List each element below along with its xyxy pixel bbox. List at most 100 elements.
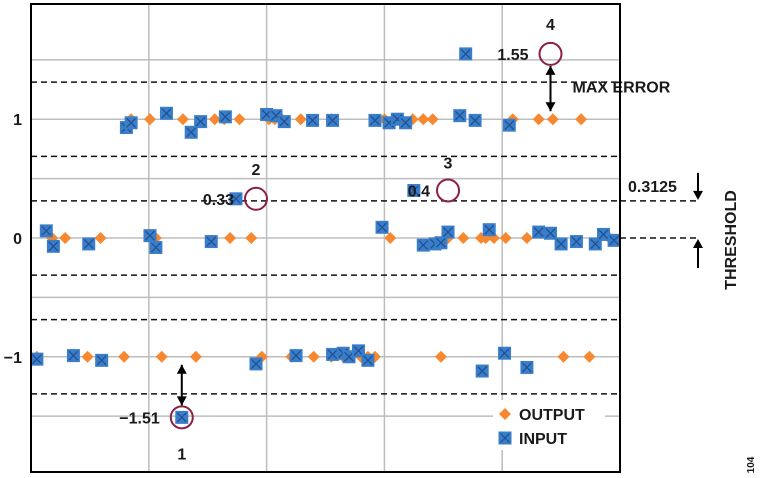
input-marker-x bbox=[126, 117, 137, 128]
output-point bbox=[457, 232, 470, 244]
annotation-value: −1.51 bbox=[119, 410, 160, 427]
output-point bbox=[307, 350, 320, 363]
threshold-arrow-down-head bbox=[693, 190, 703, 200]
annotation-number: 2 bbox=[252, 162, 261, 179]
annotation-number: 4 bbox=[546, 17, 555, 34]
output-point bbox=[557, 350, 570, 363]
plot-frame bbox=[30, 3, 621, 473]
annotation-value: 1.55 bbox=[497, 47, 528, 64]
input-point bbox=[175, 410, 189, 424]
y-tick-label: −1 bbox=[4, 350, 22, 367]
input-marker-x bbox=[609, 235, 620, 246]
output-point bbox=[520, 232, 533, 244]
arrow-head-down bbox=[176, 396, 187, 406]
input-point bbox=[95, 353, 109, 367]
input-marker-x bbox=[83, 239, 94, 249]
input-marker-x bbox=[477, 366, 488, 376]
output-point bbox=[583, 350, 596, 363]
input-point bbox=[520, 360, 534, 374]
input-marker-x bbox=[556, 239, 567, 249]
input-point bbox=[306, 113, 320, 127]
input-point bbox=[39, 224, 53, 238]
legend-output-marker bbox=[499, 408, 511, 420]
arrow-head-up bbox=[545, 65, 556, 75]
annotation-number: 1 bbox=[177, 446, 186, 463]
highlight-circle bbox=[169, 405, 194, 430]
output-point bbox=[118, 350, 131, 363]
annotation-arrows bbox=[176, 65, 556, 406]
input-marker-x bbox=[96, 355, 107, 366]
input-point bbox=[434, 236, 448, 250]
input-point bbox=[204, 235, 218, 249]
input-marker-x bbox=[353, 345, 364, 356]
input-marker-x bbox=[504, 120, 515, 131]
input-marker-x bbox=[545, 228, 556, 239]
input-marker-x bbox=[377, 222, 387, 233]
input-marker-x bbox=[48, 241, 59, 252]
legend-label: OUTPUT bbox=[519, 407, 585, 424]
error-arrow-1 bbox=[176, 364, 187, 406]
input-series bbox=[30, 47, 621, 424]
output-point bbox=[499, 232, 512, 244]
input-point bbox=[143, 229, 157, 243]
output-point bbox=[143, 113, 156, 126]
input-point bbox=[326, 347, 340, 361]
input-point bbox=[229, 192, 243, 206]
input-point bbox=[159, 106, 173, 120]
output-point bbox=[417, 113, 430, 126]
input-point bbox=[30, 352, 44, 366]
input-point bbox=[607, 233, 621, 247]
input-marker-x bbox=[327, 115, 338, 126]
highlight-circle bbox=[243, 186, 268, 211]
arrow-head-down bbox=[545, 102, 556, 112]
input-marker-x bbox=[150, 242, 161, 253]
input-point bbox=[368, 113, 382, 127]
threshold-value-label: 0.3125 bbox=[628, 179, 677, 196]
annotation-number: 3 bbox=[444, 155, 453, 172]
output-point bbox=[294, 113, 307, 126]
input-marker-x bbox=[291, 350, 301, 361]
input-point bbox=[407, 183, 421, 197]
legend-label: INPUT bbox=[519, 431, 567, 448]
y-tick-label: 1 bbox=[13, 112, 22, 129]
input-point bbox=[249, 357, 263, 371]
input-point bbox=[399, 116, 413, 130]
input-marker-x bbox=[231, 193, 241, 204]
threshold-arrow-up-head bbox=[693, 239, 703, 248]
output-point bbox=[384, 232, 397, 244]
output-point bbox=[94, 232, 107, 244]
arrow-head-up bbox=[176, 364, 187, 374]
input-marker-x bbox=[590, 239, 601, 249]
input-marker-x bbox=[362, 355, 373, 366]
input-marker-x bbox=[522, 362, 532, 373]
input-marker-x bbox=[145, 230, 155, 241]
input-point bbox=[441, 225, 455, 239]
input-point bbox=[453, 109, 467, 123]
input-marker-x bbox=[443, 227, 453, 237]
input-point bbox=[597, 227, 611, 241]
input-marker-x bbox=[484, 224, 495, 235]
input-point bbox=[194, 115, 208, 129]
input-marker-x bbox=[370, 115, 380, 126]
output-point bbox=[532, 113, 545, 126]
input-point bbox=[459, 47, 473, 61]
input-point bbox=[218, 110, 232, 124]
legend-background bbox=[493, 400, 605, 450]
input-marker-x bbox=[31, 354, 42, 365]
input-marker-x bbox=[436, 237, 446, 248]
legend: OUTPUT INPUT bbox=[493, 400, 605, 450]
input-point bbox=[46, 239, 60, 253]
input-marker-x bbox=[418, 240, 429, 251]
output-point bbox=[245, 232, 258, 244]
legend-input-marker bbox=[498, 431, 512, 445]
input-point bbox=[475, 364, 489, 378]
output-point bbox=[434, 350, 447, 363]
input-marker-x bbox=[307, 115, 318, 126]
annotation-value: 0.4 bbox=[408, 183, 430, 200]
output-point bbox=[155, 350, 168, 363]
input-point bbox=[375, 220, 389, 234]
highlight-circles bbox=[169, 41, 563, 430]
output-point bbox=[233, 113, 246, 126]
